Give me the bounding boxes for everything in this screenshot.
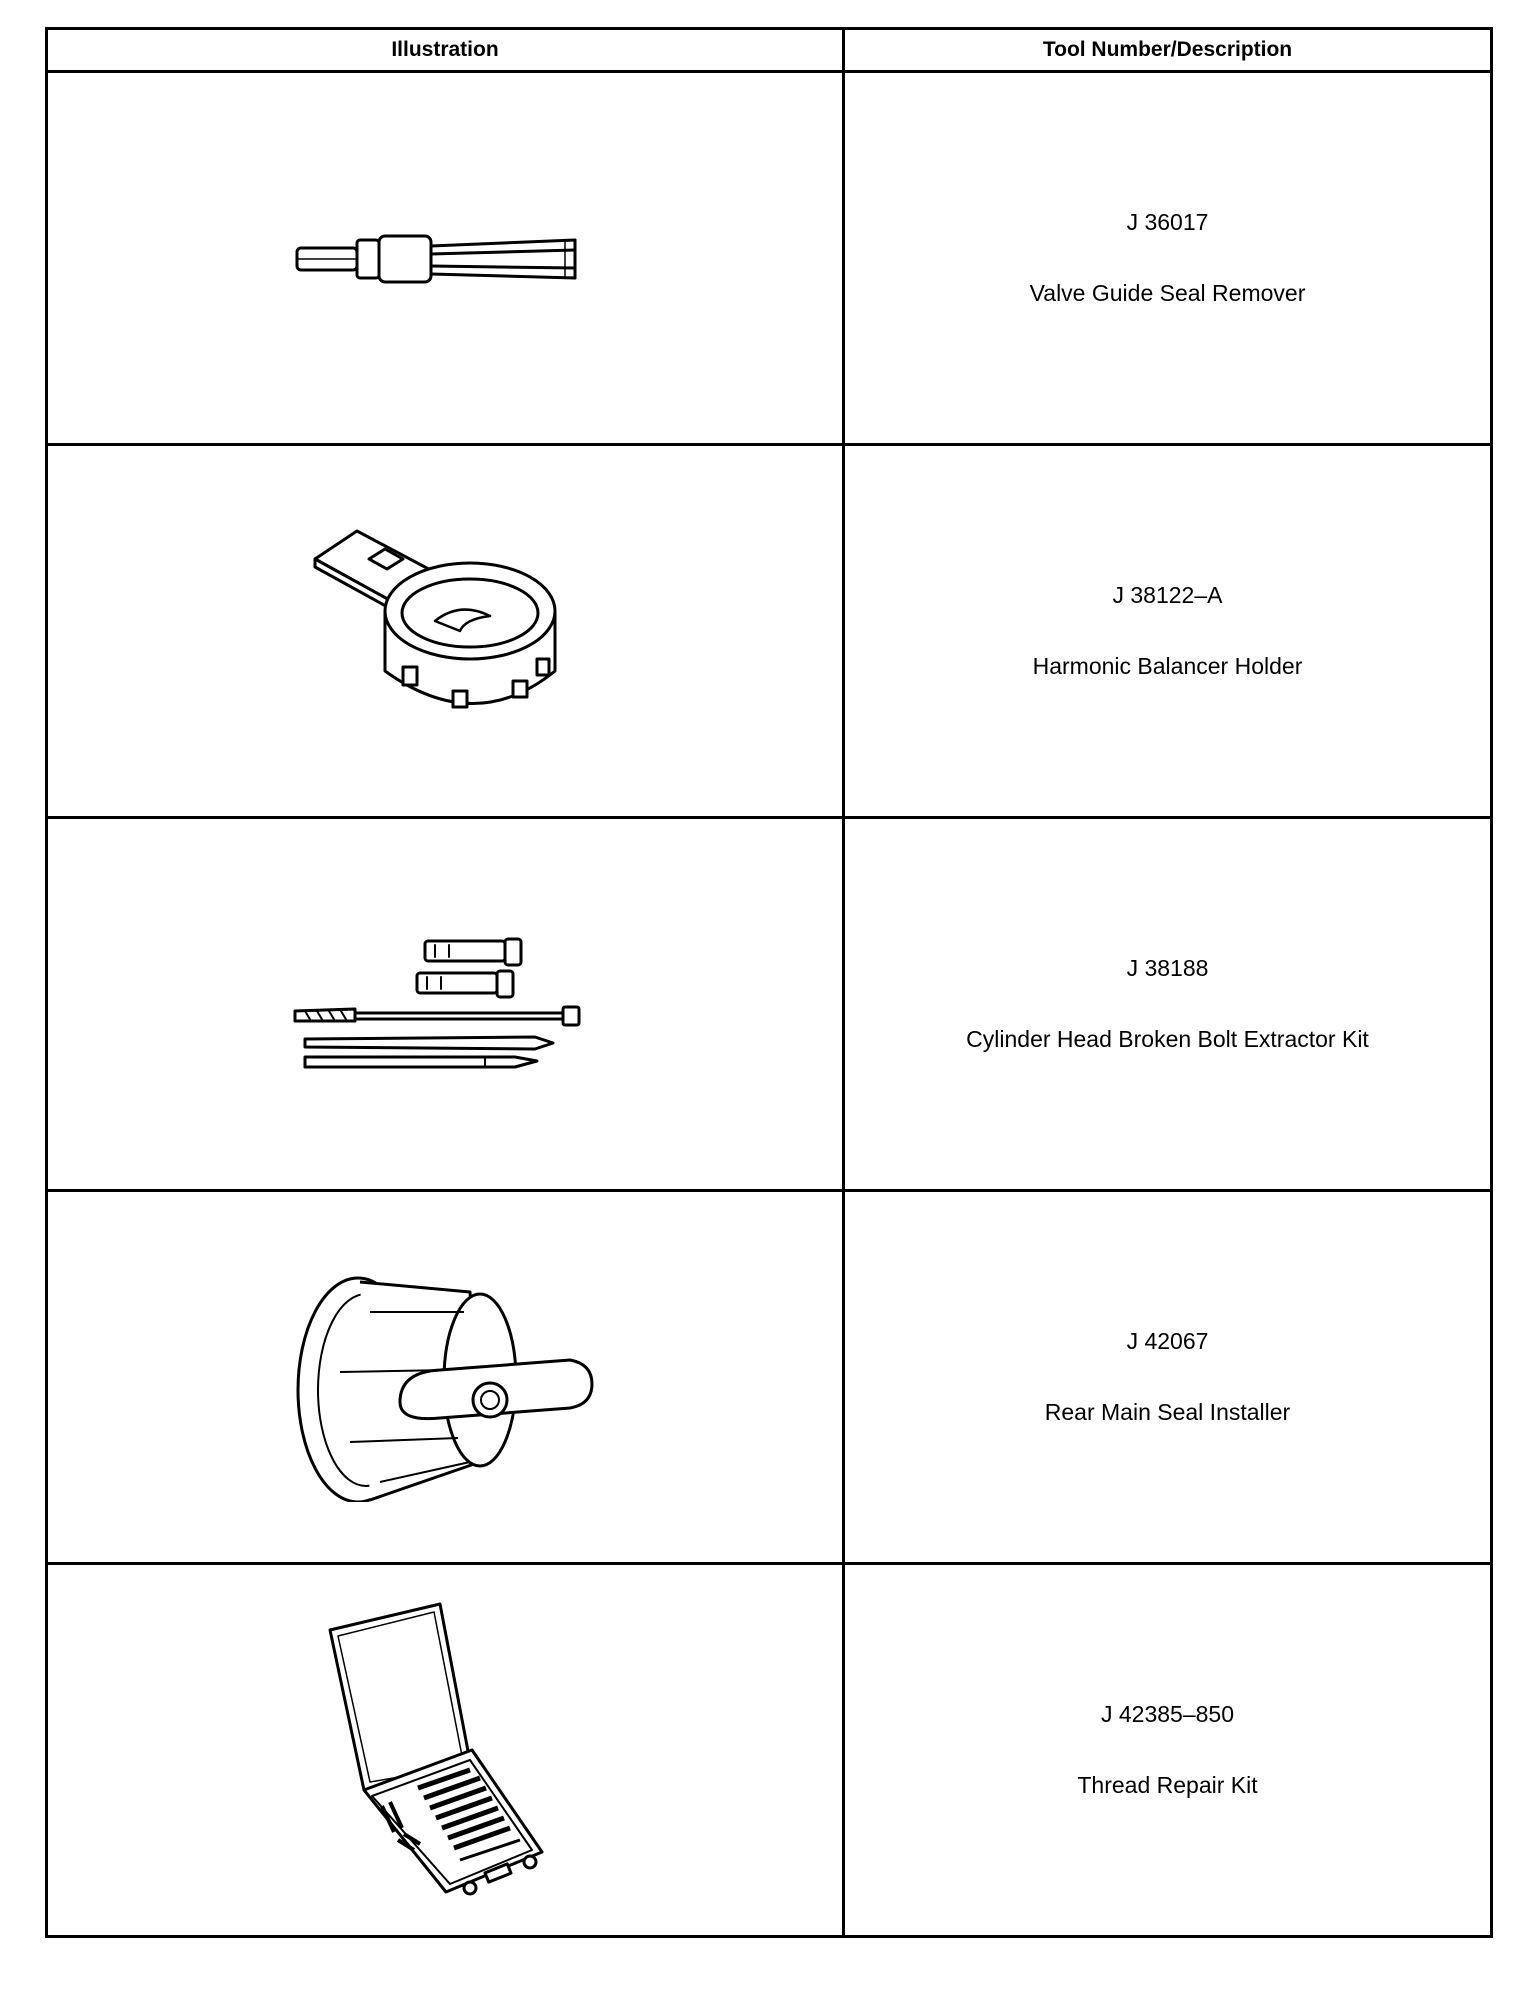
- tool-number: J 38122–A: [1112, 582, 1223, 608]
- illustration-cell: [45, 443, 845, 819]
- tool-description: Cylinder Head Broken Bolt Extractor Kit: [966, 1026, 1369, 1052]
- tool-description-cell: J 36017 Valve Guide Seal Remover: [842, 70, 1493, 446]
- header-illustration: Illustration: [45, 27, 845, 73]
- tool-description-cell: J 38188 Cylinder Head Broken Bolt Extrac…: [842, 816, 1493, 1192]
- special-tools-table: Illustration Tool Number/Description: [45, 27, 1493, 1938]
- tool-number: J 36017: [1126, 209, 1209, 235]
- table-row: J 42385–850 Thread Repair Kit: [45, 1562, 1493, 1938]
- tool-description: Valve Guide Seal Remover: [1029, 280, 1306, 306]
- bolt-extractor-kit-icon: [293, 937, 581, 1069]
- table-row: J 36017 Valve Guide Seal Remover: [45, 70, 1493, 446]
- illustration-cell: [45, 1189, 845, 1565]
- table-row: J 42067 Rear Main Seal Installer: [45, 1189, 1493, 1565]
- illustration-cell: [45, 1562, 845, 1938]
- tool-number: J 42067: [1126, 1328, 1209, 1354]
- illustration-cell: [45, 816, 845, 1192]
- illustration-cell: [45, 70, 845, 446]
- rear-main-seal-installer-icon: [296, 1276, 594, 1502]
- table-header-row: Illustration Tool Number/Description: [45, 27, 1493, 73]
- header-tool-number-description: Tool Number/Description: [842, 27, 1493, 73]
- valve-guide-seal-remover-icon: [295, 234, 577, 284]
- thread-repair-kit-icon: [328, 1602, 544, 1896]
- tool-number: J 38188: [1126, 955, 1209, 981]
- table-row: J 38122–A Harmonic Balancer Holder: [45, 443, 1493, 819]
- tool-description: Harmonic Balancer Holder: [1032, 653, 1303, 679]
- table-row: J 38188 Cylinder Head Broken Bolt Extrac…: [45, 816, 1493, 1192]
- tool-description: Rear Main Seal Installer: [1044, 1399, 1291, 1425]
- tool-number: J 42385–850: [1100, 1701, 1234, 1727]
- tool-description-cell: J 42385–850 Thread Repair Kit: [842, 1562, 1493, 1938]
- tool-description: Thread Repair Kit: [1077, 1772, 1258, 1798]
- harmonic-balancer-holder-icon: [313, 529, 557, 709]
- tool-description-cell: J 42067 Rear Main Seal Installer: [842, 1189, 1493, 1565]
- tool-description-cell: J 38122–A Harmonic Balancer Holder: [842, 443, 1493, 819]
